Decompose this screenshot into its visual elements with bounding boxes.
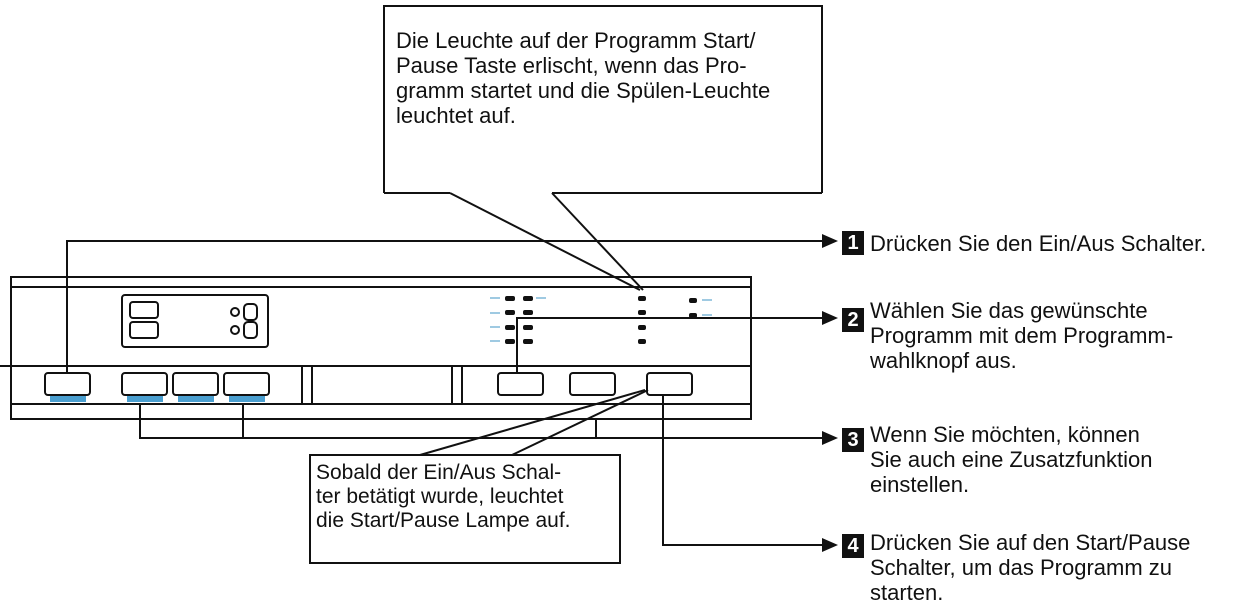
bottom-note-line: Sobald der Ein/Aus Schal- [316, 461, 562, 484]
middle-button [569, 372, 616, 396]
step-1: 1 Drücken Sie den Ein/Aus Schalter. [842, 231, 1206, 256]
bottom-note-line: die Start/Pause Lampe auf. [316, 509, 571, 532]
top-note-line: leuchtet auf. [396, 103, 516, 128]
option-button-3 [223, 372, 270, 396]
step-line: wahlknopf aus. [870, 348, 1017, 373]
start-pause-button [646, 372, 693, 396]
bottom-note: Sobald der Ein/Aus Schal- ter betätigt w… [316, 461, 616, 533]
step-2: 2 Wählen Sie das gewünschte Programm mit… [842, 298, 1173, 373]
top-note-line: Pause Taste erlischt, wenn das Pro- [396, 53, 747, 78]
top-note-box [383, 5, 823, 193]
top-note-line: gramm startet und die Spülen-Leuchte [396, 78, 771, 103]
program-button [497, 372, 544, 396]
step-3: 3 Wenn Sie möchten, können Sie auch eine… [842, 422, 1153, 497]
bottom-note-line: ter betätigt wurde, leuchtet [316, 485, 564, 508]
step-line: Schalter, um das Programm zu [870, 555, 1173, 580]
step-number-badge: 1 [842, 231, 864, 255]
step-line: Wählen Sie das gewünschte [870, 298, 1148, 323]
top-note-line: Die Leuchte auf der Programm Start/ [396, 28, 756, 53]
control-panel [10, 276, 752, 420]
step-line: Drücken Sie den Ein/Aus Schalter. [870, 231, 1207, 256]
step-number-badge: 4 [842, 534, 864, 558]
step-number-badge: 3 [842, 428, 864, 452]
bottom-note-box [309, 454, 621, 564]
display-window [121, 294, 269, 348]
step-4: 4 Drücken Sie auf den Start/Pause Schalt… [842, 530, 1190, 605]
step-line: einstellen. [870, 472, 970, 497]
step2-leader [516, 317, 825, 373]
on-off-button [44, 372, 91, 396]
step1-leader [66, 240, 825, 373]
option-button-1 [121, 372, 168, 396]
step-line: Wenn Sie möchten, können [870, 422, 1140, 447]
top-note: Die Leuchte auf der Programm Start/ Paus… [396, 28, 816, 128]
step-line: Drücken Sie auf den Start/Pause [870, 530, 1191, 555]
step-number-badge: 2 [842, 308, 864, 332]
step-line: Programm mit dem Programm- [870, 323, 1174, 348]
option-button-2 [172, 372, 219, 396]
step4-leader [662, 395, 825, 546]
step-line: starten. [870, 580, 944, 605]
step-line: Sie auch eine Zusatzfunktion [870, 447, 1153, 472]
indicator-leds [505, 296, 697, 344]
